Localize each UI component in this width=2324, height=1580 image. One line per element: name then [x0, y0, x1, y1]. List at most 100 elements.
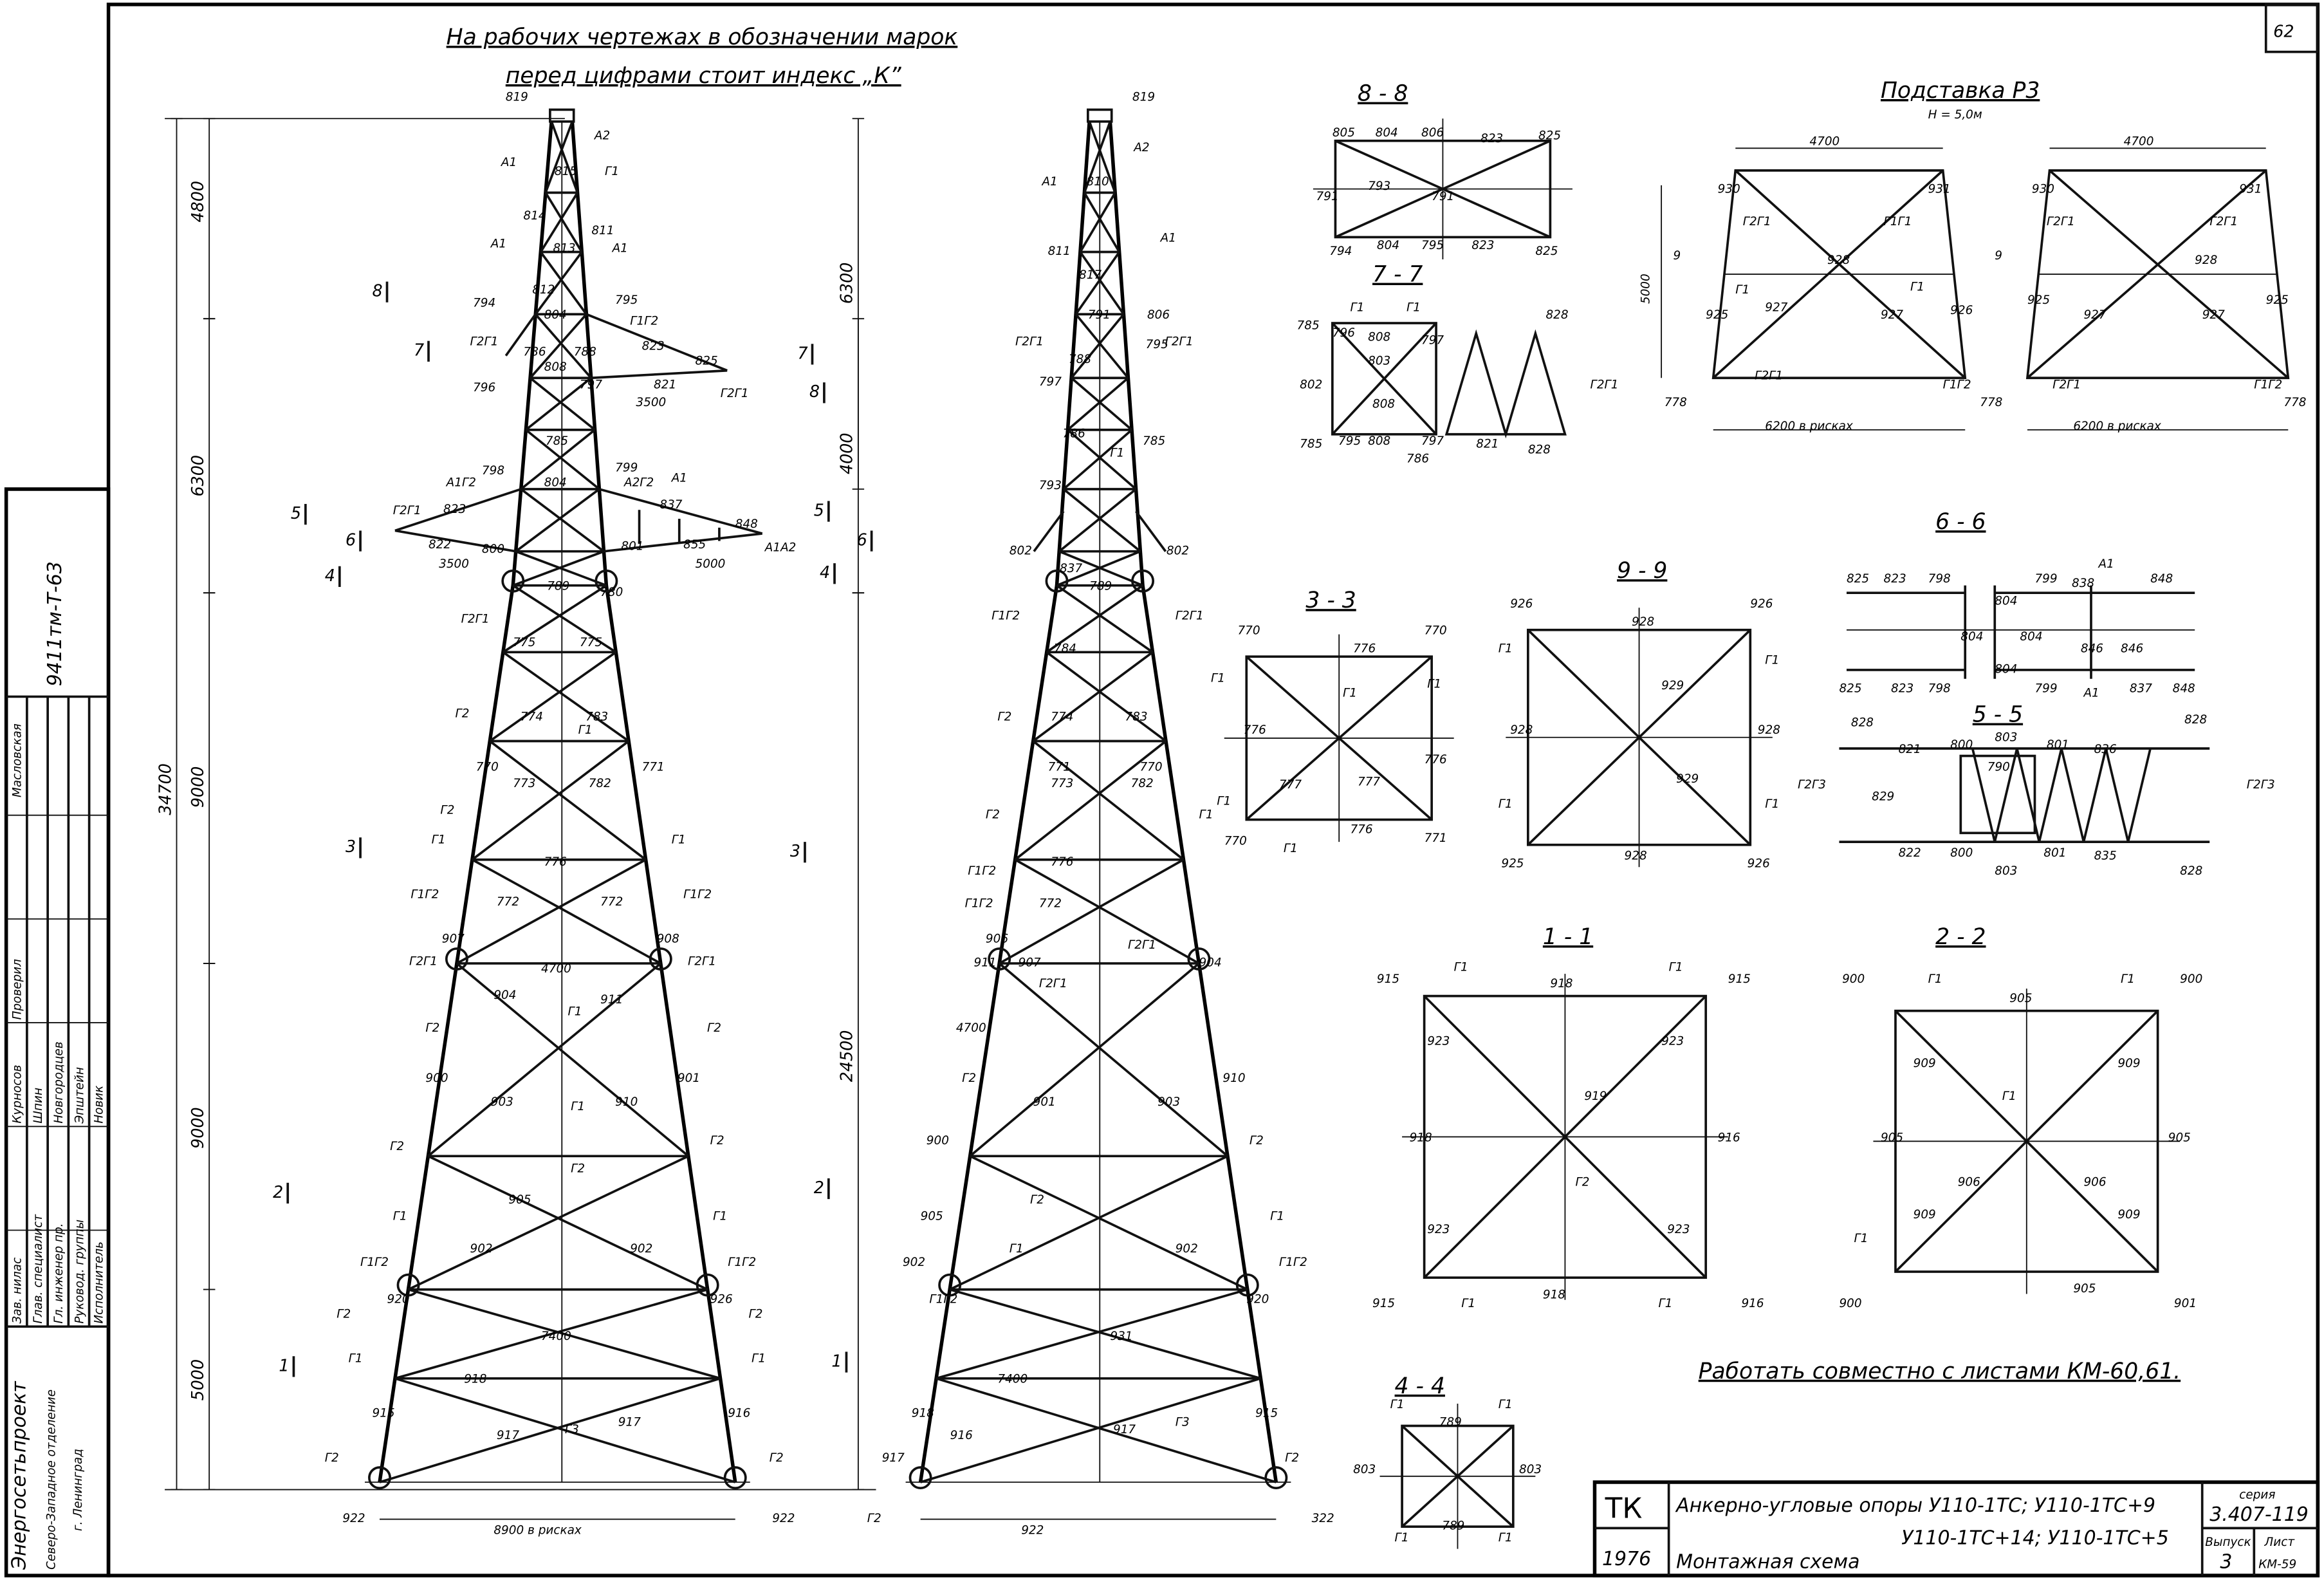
member-label: Г1Г2 — [728, 1256, 756, 1269]
section-subtitle: H = 5,0м — [1928, 108, 1982, 122]
member-label: Г2 — [867, 1512, 881, 1525]
member-label: Г1 — [2002, 1090, 2016, 1103]
diagonal-member — [1079, 251, 1125, 315]
diagonal-member — [1032, 740, 1185, 861]
diagonal-member — [1074, 313, 1129, 379]
member-label: Г2 — [1250, 1134, 1264, 1148]
member-label: Г1 — [1669, 960, 1683, 974]
member-label: 771 — [1425, 832, 1447, 845]
member-label: Г1 — [1284, 842, 1298, 855]
member-label: Г2 — [440, 803, 454, 817]
member-label: 917 — [497, 1429, 519, 1442]
member-label: 930 — [2032, 182, 2054, 196]
diagonal-member — [427, 962, 661, 1157]
member-label: 920 — [1246, 1292, 1269, 1306]
member-label: Г2Г1 — [470, 335, 498, 349]
tower-leg — [511, 121, 553, 586]
member-label: 928 — [2195, 254, 2217, 267]
member-label: Г2Г1 — [1015, 335, 1044, 349]
member-label: Г2Г1 — [1039, 977, 1067, 990]
member-label: 838 — [2072, 577, 2094, 590]
section-title: Подставка Р3 — [1881, 78, 2040, 104]
diagonal-member — [1062, 429, 1133, 490]
section-mark: 1 — [831, 1351, 842, 1370]
member-label: 776 — [1425, 753, 1447, 767]
member-label: 794 — [473, 297, 495, 310]
member-label: 775 — [513, 636, 535, 649]
member-label: 773 — [513, 777, 535, 790]
member-label: 5000 — [1639, 274, 1653, 304]
diagonal-member — [471, 740, 630, 861]
member-label: 909 — [1914, 1208, 1936, 1222]
member-label: Г2Г3 — [2247, 778, 2275, 792]
diagonal-member — [1079, 192, 1116, 253]
member-label: 926 — [1748, 857, 1770, 870]
member-label: 803 — [1519, 1463, 1542, 1476]
member-label: Г1 — [432, 833, 446, 846]
dimension-value: 24500 — [837, 1030, 856, 1083]
member-label: 796 — [473, 381, 495, 395]
member-label: 829 — [1872, 790, 1894, 804]
member-label: 906 — [1958, 1175, 1980, 1189]
gusset-plate — [723, 1466, 747, 1490]
section-mark: 3 — [790, 841, 800, 860]
member-label: 808 — [1368, 434, 1390, 448]
member-label: A2 — [1133, 141, 1149, 154]
section-diagonal — [1331, 322, 1437, 436]
member-label: 805 — [1333, 126, 1355, 140]
member-label: 815 — [555, 165, 577, 178]
member-label: 928 — [1827, 254, 1850, 267]
member-label: 9 — [1674, 249, 1681, 263]
diagonal-member — [544, 192, 583, 253]
member-label: 823 — [1471, 239, 1494, 252]
member-label: 905 — [2073, 1282, 2096, 1296]
member-label: 828 — [2180, 864, 2202, 878]
diagonal-member — [456, 859, 647, 965]
member-label: 814 — [523, 209, 546, 223]
member-label: 795 — [1146, 338, 1168, 351]
member-label: 825 — [1847, 572, 1869, 586]
section-box — [1959, 754, 2036, 835]
section-outline — [1331, 322, 1437, 436]
member-label: 797 — [1421, 333, 1444, 347]
diagonal-member — [949, 1155, 1228, 1291]
member-label: 782 — [589, 777, 611, 790]
diagonal-member — [456, 962, 690, 1157]
gusset-plate — [938, 1273, 962, 1297]
diagonal-member — [539, 192, 579, 253]
tower-leg — [570, 121, 609, 586]
member-label: 791 — [1432, 190, 1454, 203]
left-tower-elevation — [364, 108, 763, 1490]
member-label: Г1 — [1199, 808, 1213, 821]
member-label: Г2Г1 — [1165, 335, 1194, 349]
gusset-plate — [595, 569, 618, 593]
gusset-plate — [1045, 569, 1069, 593]
member-label: 855 — [683, 538, 706, 552]
member-label: 916 — [728, 1407, 750, 1420]
member-label: 798 — [1928, 682, 1951, 696]
member-label: 828 — [1545, 308, 1568, 322]
dimension-value: 4000 — [837, 432, 856, 474]
member-label: Г2 — [986, 808, 1000, 821]
stamp-checker-label: Проверил — [11, 959, 24, 1020]
title-block: ТК 1976 Анкерно-угловые опоры У110-1ТС; … — [1592, 1480, 2320, 1577]
member-label: 782 — [1131, 777, 1154, 790]
member-label: 808 — [544, 360, 567, 374]
section-mark: 8 — [373, 281, 383, 301]
member-label: Г2 — [770, 1451, 784, 1465]
member-label: 773 — [1051, 777, 1073, 790]
member-label: 7400 — [997, 1373, 1028, 1386]
member-label: 901 — [1033, 1095, 1056, 1109]
member-label: Г1 — [1427, 678, 1441, 691]
base-frame — [1711, 169, 1967, 380]
diagonal-member — [1014, 740, 1167, 861]
member-label: 819 — [506, 91, 528, 104]
member-label: 6200 в рисках — [2073, 420, 2162, 433]
member-label: 776 — [1051, 855, 1073, 869]
stamp-name: Новгородцев — [52, 1041, 66, 1123]
member-label: 783 — [586, 710, 608, 723]
member-label: 4700 — [541, 962, 571, 976]
diagonal-member — [1067, 429, 1137, 490]
